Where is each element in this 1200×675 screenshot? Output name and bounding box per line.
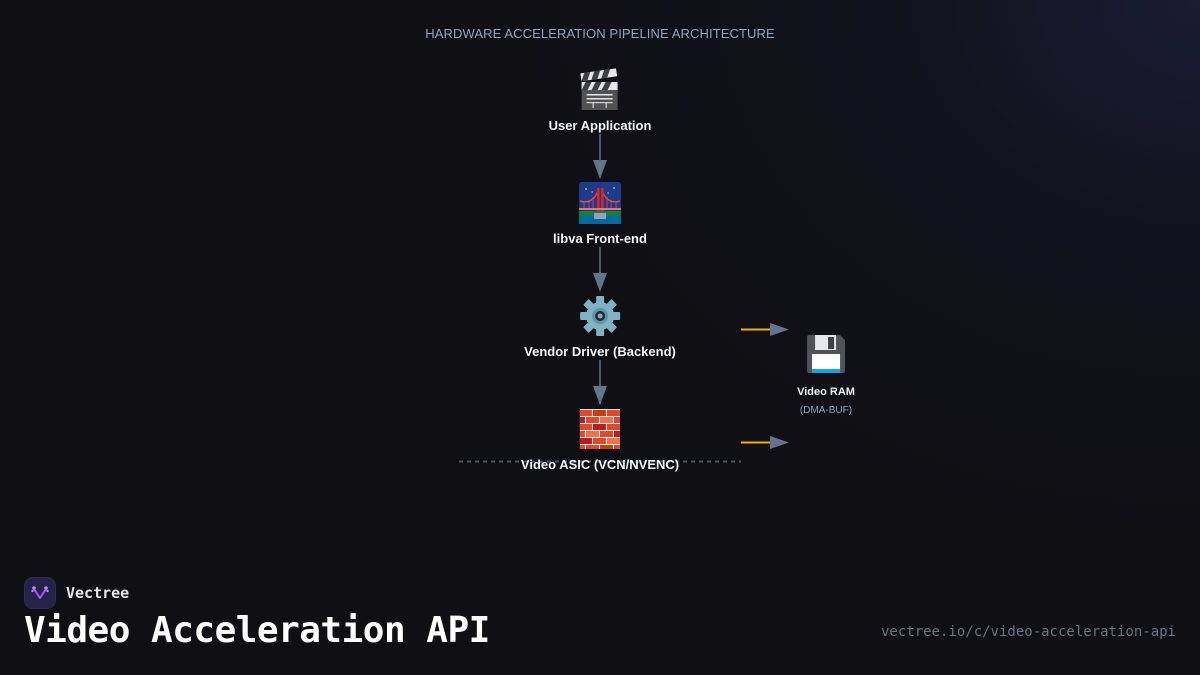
arrow-vendor-driver-to-video-asic [593, 360, 607, 405]
node-video-ram: Video RAM (DMA-BUF) [797, 332, 855, 416]
arrow-user-app-to-libva [593, 134, 607, 179]
node-label: libva Front-end [553, 231, 647, 246]
arrow-libva-to-vendor-driver [593, 247, 607, 292]
node-sublabel: (DMA-BUF) [799, 405, 853, 416]
node-label: Video ASIC (VCN/NVENC) [520, 457, 680, 472]
node-video-asic: Video ASIC (VCN/NVENC) [521, 407, 679, 472]
node-label: Video RAM [797, 386, 855, 398]
brick-icon [578, 407, 622, 451]
diagram-title: HARDWARE ACCELERATION PIPELINE ARCHITECT… [425, 26, 775, 41]
clapper-board-icon [578, 68, 622, 112]
node-vendor-driver: Vendor Driver (Backend) [524, 294, 676, 359]
node-libva-front-end: libva Front-end [553, 181, 647, 246]
node-label: Vendor Driver (Backend) [524, 344, 676, 359]
vectree-logo-icon [24, 577, 56, 609]
arrow-video-asic-to-video-ram [741, 436, 789, 449]
bridge-at-night-icon [578, 181, 622, 225]
gear-icon [578, 294, 622, 338]
brand: Vectree [24, 577, 129, 609]
page-title: Video Acceleration API [24, 610, 490, 651]
arrow-vendor-driver-to-video-ram [741, 323, 789, 336]
brand-name: Vectree [66, 584, 130, 602]
floppy-disk-icon [804, 332, 848, 376]
node-user-application: User Application [548, 68, 652, 133]
node-label: User Application [548, 118, 652, 133]
page-url[interactable]: vectree.io/c/video-acceleration-api [880, 624, 1176, 640]
